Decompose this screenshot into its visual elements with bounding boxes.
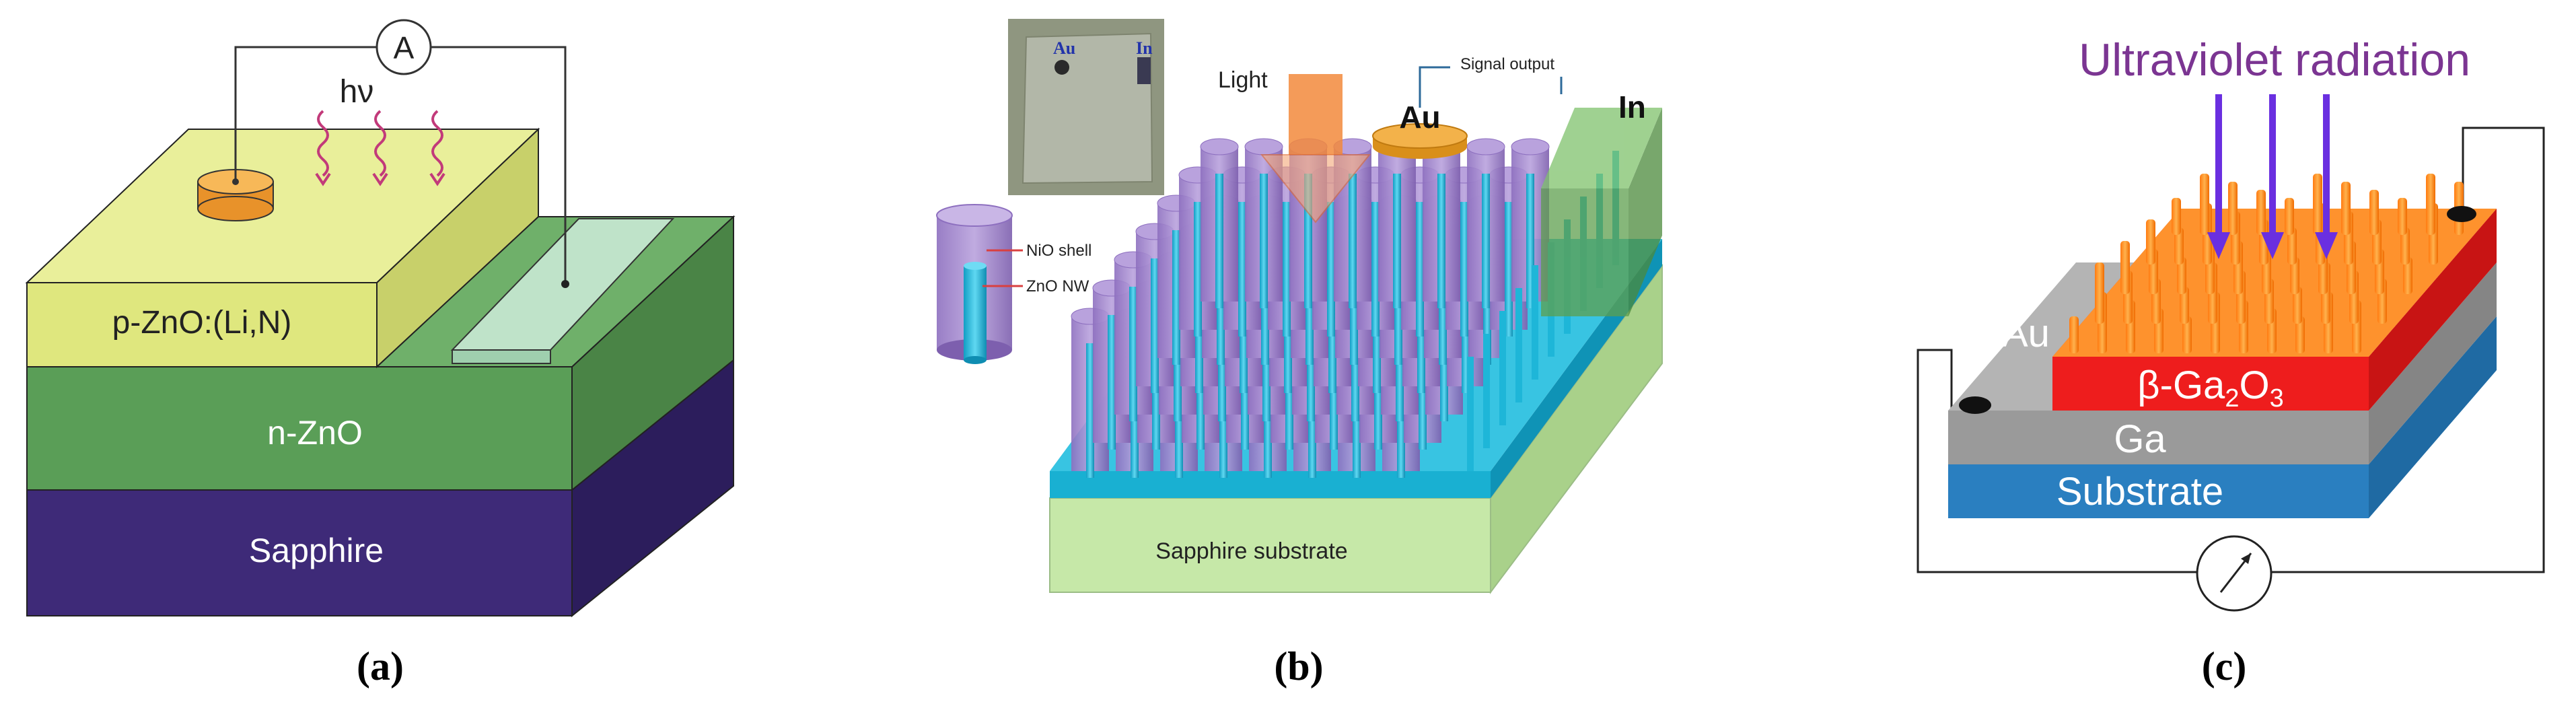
panel-b: Sapphire substrate In Au Signal output (936, 19, 1663, 689)
caption-b: (b) (1274, 644, 1323, 689)
ga-side (2369, 262, 2497, 464)
core-shell-nanowire (1378, 138, 1417, 308)
panel-a: Sapphire n-ZnO p-ZnO:(Li,N) A hν (25, 19, 736, 689)
in-label: In (1618, 90, 1646, 125)
substrate-side (2369, 316, 2497, 518)
p-zno-top (25, 129, 540, 283)
substrate-front (1948, 464, 2369, 518)
nio-shell-label: NiO shell (1026, 242, 1092, 260)
au-nanopillar (2293, 287, 2302, 324)
au-nanopillar (2313, 174, 2322, 235)
in-electrode (1541, 108, 1662, 316)
au-nanopillar (2256, 190, 2266, 235)
substrate-label: Sapphire substrate (1155, 538, 1347, 564)
au-nanopillar (2172, 198, 2181, 235)
panel-c: Ultraviolet radiation Substrate Ga β-Ga2… (1917, 34, 2545, 689)
au-nanopillar (2120, 241, 2130, 294)
core-shell-nanowire (1422, 138, 1461, 308)
au-nanopillar (2174, 227, 2184, 264)
au-nanopillar (2182, 316, 2192, 353)
core-shell-nanowire (1200, 138, 1239, 308)
au-contact-dot (2447, 206, 2476, 222)
ga-contact-dot (1959, 396, 1991, 414)
zno-nanowire (1483, 334, 1490, 448)
uv-arrows (2215, 94, 2330, 236)
au-nanopillar (2228, 182, 2238, 235)
sapphire-label: Sapphire (249, 532, 384, 569)
ga2o3-front (2052, 357, 2369, 411)
zno-nanowire (1515, 288, 1522, 402)
zno-nanowire (1467, 357, 1474, 471)
au-nanopillar (2426, 174, 2435, 235)
au-nanopillar (2403, 257, 2412, 294)
wire-left (234, 46, 377, 182)
au-label-c: Au (2002, 312, 2050, 355)
p-zno-label: p-ZnO:(Li,N) (112, 305, 292, 341)
inset-in-label: In (1136, 38, 1153, 58)
au-nanopillar (2369, 190, 2379, 235)
caption-a: (a) (357, 644, 404, 689)
au-nanopillars (2069, 174, 2464, 353)
au-nanopillar (2095, 262, 2104, 324)
zno-nanowire (1499, 311, 1506, 425)
au-nanopillar (2400, 227, 2410, 264)
circuit-wire (1917, 349, 2197, 573)
wire-right (431, 46, 567, 283)
ammeter-symbol: A (394, 30, 415, 65)
au-nanopillar (2295, 316, 2305, 353)
au-nanopillar (2200, 174, 2209, 235)
ga2o3-label: β-Ga2O3 (2137, 363, 2283, 413)
au-nanopillar (2069, 316, 2079, 353)
au-nanopillar (2177, 257, 2186, 294)
meter-needle-tip (2241, 553, 2251, 564)
core-shell-nanowire (1466, 138, 1505, 308)
au-nanopillar (2146, 219, 2155, 264)
zno-seed-front (1050, 471, 1491, 498)
light-label: Light (1218, 67, 1268, 93)
au-nanopillar (2285, 198, 2294, 235)
uv-arrowheads (2207, 232, 2338, 259)
photon-label: hν (340, 74, 374, 110)
nanowire-array (1071, 138, 1619, 478)
light-arrow (1260, 74, 1371, 223)
n-electrode-front (452, 349, 551, 364)
ammeter-circle (375, 19, 432, 75)
au-electrode (1372, 123, 1468, 159)
substrate-label-c: Substrate (2056, 470, 2223, 514)
zno-nw-label: ZnO NW (1026, 277, 1089, 295)
photon-wavy-arrows (315, 110, 445, 186)
au-nanopillar (2290, 257, 2299, 294)
core-shell-cylinder (936, 204, 1013, 364)
ga-front (1948, 411, 2369, 464)
ga2o3-side (2369, 209, 2497, 411)
zno-nanowire (1532, 265, 1538, 380)
device-photo-inset (1008, 19, 1164, 195)
au-nanopillar (2398, 198, 2407, 235)
ga-label: Ga (2114, 417, 2166, 461)
au-nanopillar (2341, 182, 2351, 235)
n-zno-label: n-ZnO (267, 414, 363, 452)
signal-output-label: Signal output (1460, 55, 1554, 73)
inset-au-label: Au (1053, 38, 1075, 58)
uv-title: Ultraviolet radiation (2079, 34, 2470, 85)
caption-c: (c) (2202, 644, 2247, 689)
au-nanopillar (2180, 287, 2189, 324)
circuit-wire-right (2271, 127, 2545, 573)
au-nanopillar (2287, 227, 2297, 264)
n-contact-dot (561, 280, 569, 288)
